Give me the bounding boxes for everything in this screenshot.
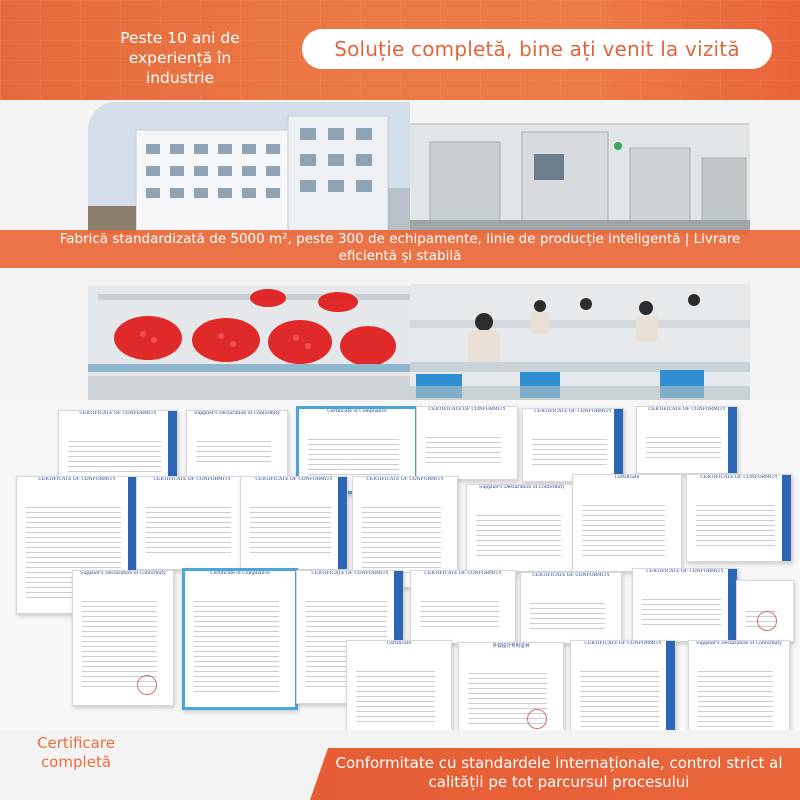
certificate-card: Certificate bbox=[346, 640, 452, 738]
certificate-card: Supplier's Declaration of Conformity bbox=[466, 484, 578, 572]
certificate-card: CERTIFICATE OF CONFORMITY bbox=[686, 474, 792, 562]
certificate-card bbox=[736, 580, 794, 642]
red-led-masks-photo bbox=[88, 266, 428, 400]
certificate-heading: CERTIFICATE OF CONFORMITY bbox=[584, 641, 662, 646]
factory-description: Fabrică standardizată de 5000 m², peste … bbox=[59, 231, 741, 264]
certificate-heading: CERTIFICATE OF CONFORMITY bbox=[311, 571, 389, 576]
certificate-heading: CERTIFICATE OF CONFORMITY bbox=[700, 475, 778, 480]
certificate-card: CERTIFICATE OF CONFORMITY bbox=[410, 570, 516, 644]
certificate-heading: Certificate of Compliance bbox=[210, 571, 270, 576]
certificate-heading: CERTIFICATE OF CONFORMITY bbox=[428, 407, 506, 412]
certificate-heading: Certificate bbox=[386, 641, 412, 646]
experience-text: Peste 10 ani de experiență în industrie bbox=[120, 29, 240, 87]
certificate-card: CERTIFICATE OF CONFORMITY bbox=[352, 476, 458, 588]
certificate-heading: CERTIFICATE OF CONFORMITY bbox=[648, 407, 726, 412]
certificate-heading: Supplier's Declaration of Conformity bbox=[479, 485, 565, 490]
certificate-heading: Supplier's Declaration of Conformity bbox=[80, 571, 166, 576]
certificate-heading: Certificate of Compliance bbox=[327, 409, 387, 414]
certificate-heading: CERTIFICATE OF CONFORMITY bbox=[534, 409, 612, 414]
quality-text: Conformitate cu standardele internaționa… bbox=[335, 754, 783, 791]
factory-building-photo bbox=[88, 102, 428, 234]
certificate-heading: CERTIFICATE OF CONFORMITY bbox=[532, 573, 610, 578]
certificates-caption: Certificare completă bbox=[37, 734, 115, 771]
certificate-heading: CERTIFICATE OF CONFORMITY bbox=[79, 411, 157, 416]
certificate-heading: CERTIFICATE OF CONFORMITY bbox=[255, 477, 333, 482]
slogan-text: Soluție completă, bine ați venit la vizi… bbox=[334, 37, 740, 61]
certificate-heading: CERTIFICATE OF CONFORMITY bbox=[424, 571, 502, 576]
assembly-workshop-photo bbox=[410, 266, 750, 400]
certificate-heading: CERTIFICATE OF CONFORMITY bbox=[38, 477, 116, 482]
slogan-pill: Soluție completă, bine ați venit la vizi… bbox=[302, 29, 772, 69]
certificate-heading: Certificate bbox=[614, 475, 640, 480]
certificate-card: CERTIFICATE OF CONFORMITY bbox=[632, 568, 738, 642]
certificate-heading: Supplier's Declaration of Conformity bbox=[696, 641, 782, 646]
quality-band bbox=[310, 748, 800, 800]
certificate-card: CERTIFICATE OF CONFORMITY bbox=[416, 406, 518, 480]
certificate-card: CERTIFICATE OF CONFORMITY bbox=[520, 572, 622, 644]
certificate-card: CERTIFICATE OF CONFORMITY bbox=[136, 476, 248, 570]
certificate-card: Supplier's Declaration of Conformity bbox=[186, 410, 288, 480]
certificate-card: CERTIFICATE OF CONFORMITY bbox=[240, 476, 348, 570]
certificate-card: Supplier's Declaration of Conformity bbox=[72, 570, 174, 706]
certificate-card: CERTIFICATE OF CONFORMITY bbox=[522, 408, 624, 482]
certificate-card: 外观设计专利证书 bbox=[458, 642, 564, 740]
certificate-card: Certificate of Compliance bbox=[182, 568, 298, 710]
certificate-card: CERTIFICATE OF CONFORMITY bbox=[636, 406, 738, 474]
certificate-heading: Supplier's Declaration of Conformity bbox=[194, 411, 280, 416]
certificate-heading: CERTIFICATE OF CONFORMITY bbox=[646, 569, 724, 574]
certificate-heading: CERTIFICATE OF CONFORMITY bbox=[153, 477, 231, 482]
certificate-card: Certificate bbox=[572, 474, 682, 572]
certificate-heading: CERTIFICATE OF CONFORMITY bbox=[366, 477, 444, 482]
factory-info-band bbox=[0, 230, 800, 268]
production-equipment-photo bbox=[410, 102, 750, 234]
certificate-heading: 外观设计专利证书 bbox=[492, 644, 530, 649]
